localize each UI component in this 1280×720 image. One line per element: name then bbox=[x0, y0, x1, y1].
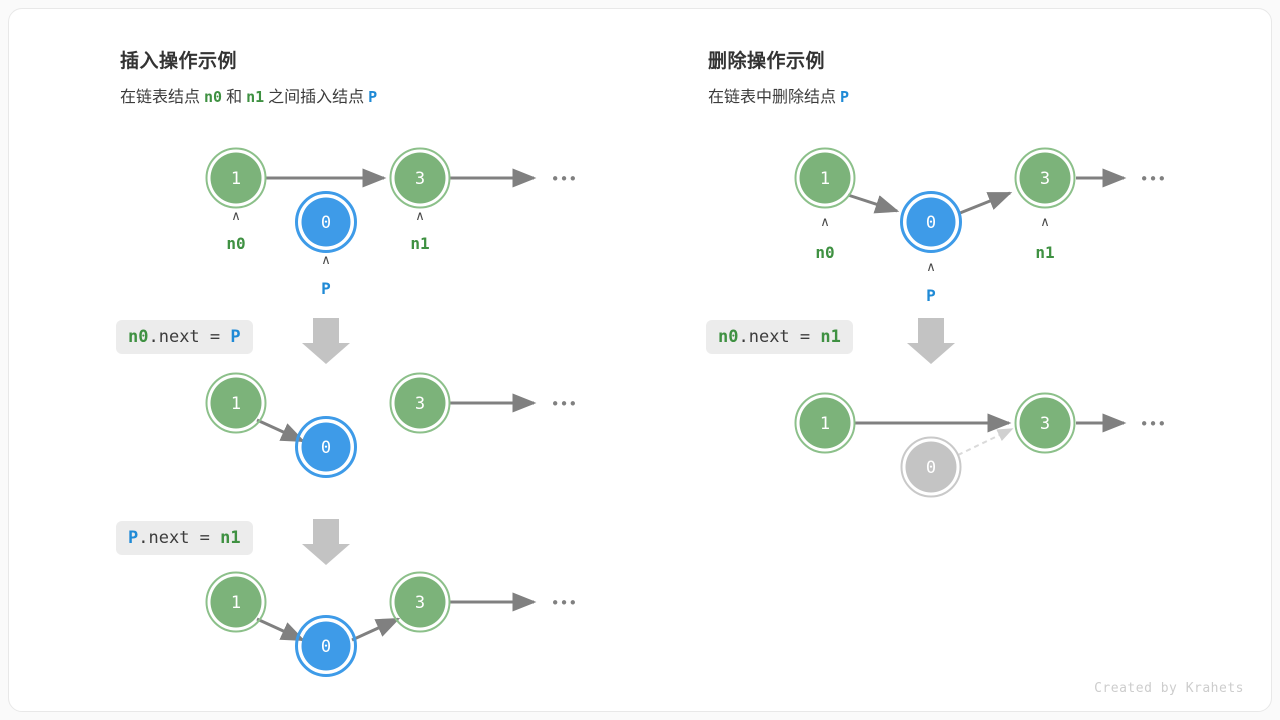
node-value: 1 bbox=[820, 414, 830, 434]
caret-icon: ∧ bbox=[321, 253, 331, 268]
subtitle-text: 在链表结点 bbox=[120, 89, 201, 106]
code-token-assign: .next = bbox=[148, 327, 231, 347]
ellipsis-right-row2: ••• bbox=[1139, 415, 1167, 433]
insert-panel-title: 插入操作示例 bbox=[120, 51, 238, 72]
code-token-assign: .next = bbox=[138, 528, 221, 548]
node-n0: 1 bbox=[205, 571, 267, 633]
remove-row-2: 1 0 3 bbox=[794, 392, 1127, 498]
pointer-label-n1: n1 bbox=[1035, 243, 1055, 262]
node-value: 1 bbox=[231, 593, 241, 613]
subtitle-text: 和 bbox=[226, 89, 243, 106]
ellipsis-left-row3: ••• bbox=[550, 594, 578, 612]
node-value: 1 bbox=[231, 169, 241, 189]
subtitle-text: 之间插入结点 bbox=[268, 89, 365, 106]
code-token-n1: n1 bbox=[820, 327, 841, 347]
pointer-label-n0: n0 bbox=[815, 243, 835, 262]
remove-row-1: 1 0 3 bbox=[794, 147, 1127, 253]
subtitle-text: 在链表中删除结点 bbox=[708, 89, 837, 106]
pointer-label-n1: n1 bbox=[410, 234, 430, 253]
step-arrow-insert-1 bbox=[302, 318, 350, 364]
node-n1: 3 bbox=[1014, 392, 1076, 454]
subtitle-ref-p: P bbox=[368, 88, 378, 106]
link-arrow-diagonal-down bbox=[256, 617, 306, 642]
caret-icon: ∧ bbox=[1040, 215, 1050, 230]
code-token-p: P bbox=[128, 528, 139, 548]
node-value: 0 bbox=[321, 213, 331, 233]
pointer-label-p: P bbox=[321, 279, 331, 298]
node-value: 0 bbox=[926, 213, 936, 233]
ellipsis-right-row1: ••• bbox=[1139, 170, 1167, 188]
insert-row-2: 1 0 3 bbox=[205, 372, 537, 478]
link-arrow-diagonal-up bbox=[351, 617, 401, 642]
insert-row-1: 1 0 3 bbox=[205, 147, 537, 253]
ellipsis-left-row1: ••• bbox=[550, 170, 578, 188]
node-n1: 3 bbox=[389, 147, 451, 209]
step-arrow-remove-1 bbox=[907, 318, 955, 364]
subtitle-ref-p: P bbox=[840, 88, 850, 106]
node-p: 0 bbox=[295, 416, 357, 478]
node-value: 3 bbox=[415, 593, 425, 613]
code-chip-insert-step2: P.next = n1 bbox=[116, 521, 253, 555]
insert-row-3: 1 0 3 bbox=[205, 571, 537, 677]
node-n0: 1 bbox=[794, 392, 856, 454]
code-chip-remove-step1: n0.next = n1 bbox=[706, 320, 853, 354]
link-arrow-dashed-removed bbox=[957, 428, 1014, 456]
ellipsis-left-row2: ••• bbox=[550, 395, 578, 413]
node-value: 3 bbox=[415, 169, 425, 189]
caret-icon: ∧ bbox=[231, 209, 241, 224]
node-p: 0 bbox=[900, 191, 962, 253]
code-chip-insert-step1: n0.next = P bbox=[116, 320, 253, 354]
subtitle-ref-n0: n0 bbox=[204, 88, 223, 106]
node-n1: 3 bbox=[389, 571, 451, 633]
pointer-label-p: P bbox=[926, 286, 936, 305]
node-n1: 3 bbox=[1014, 147, 1076, 209]
caret-icon: ∧ bbox=[926, 260, 936, 275]
step-arrow-insert-2 bbox=[302, 519, 350, 565]
link-arrow-diagonal-up bbox=[959, 191, 1013, 215]
credit-text: Created by Krahets bbox=[1094, 681, 1244, 696]
node-n0: 1 bbox=[205, 147, 267, 209]
caret-icon: ∧ bbox=[820, 215, 830, 230]
subtitle-ref-n1: n1 bbox=[246, 88, 265, 106]
node-value: 3 bbox=[1040, 169, 1050, 189]
caret-icon: ∧ bbox=[415, 209, 425, 224]
node-value: 0 bbox=[321, 637, 331, 657]
node-value: 1 bbox=[820, 169, 830, 189]
node-value: 0 bbox=[926, 458, 936, 478]
node-n0: 1 bbox=[794, 147, 856, 209]
node-p: 0 bbox=[295, 615, 357, 677]
code-token-p: P bbox=[230, 327, 241, 347]
node-p: 0 bbox=[295, 191, 357, 253]
pointer-label-n0: n0 bbox=[226, 234, 246, 253]
code-token-n1: n1 bbox=[220, 528, 241, 548]
node-value: 3 bbox=[415, 394, 425, 414]
link-arrow-diagonal-down bbox=[847, 193, 900, 214]
node-removed: 0 bbox=[900, 436, 962, 498]
node-n1: 3 bbox=[389, 372, 451, 434]
node-value: 1 bbox=[231, 394, 241, 414]
code-token-assign: .next = bbox=[738, 327, 821, 347]
remove-panel-title: 删除操作示例 bbox=[708, 51, 826, 72]
code-token-n0: n0 bbox=[718, 327, 739, 347]
link-arrow-diagonal bbox=[256, 418, 306, 443]
node-n0: 1 bbox=[205, 372, 267, 434]
code-token-n0: n0 bbox=[128, 327, 149, 347]
node-value: 3 bbox=[1040, 414, 1050, 434]
node-value: 0 bbox=[321, 438, 331, 458]
